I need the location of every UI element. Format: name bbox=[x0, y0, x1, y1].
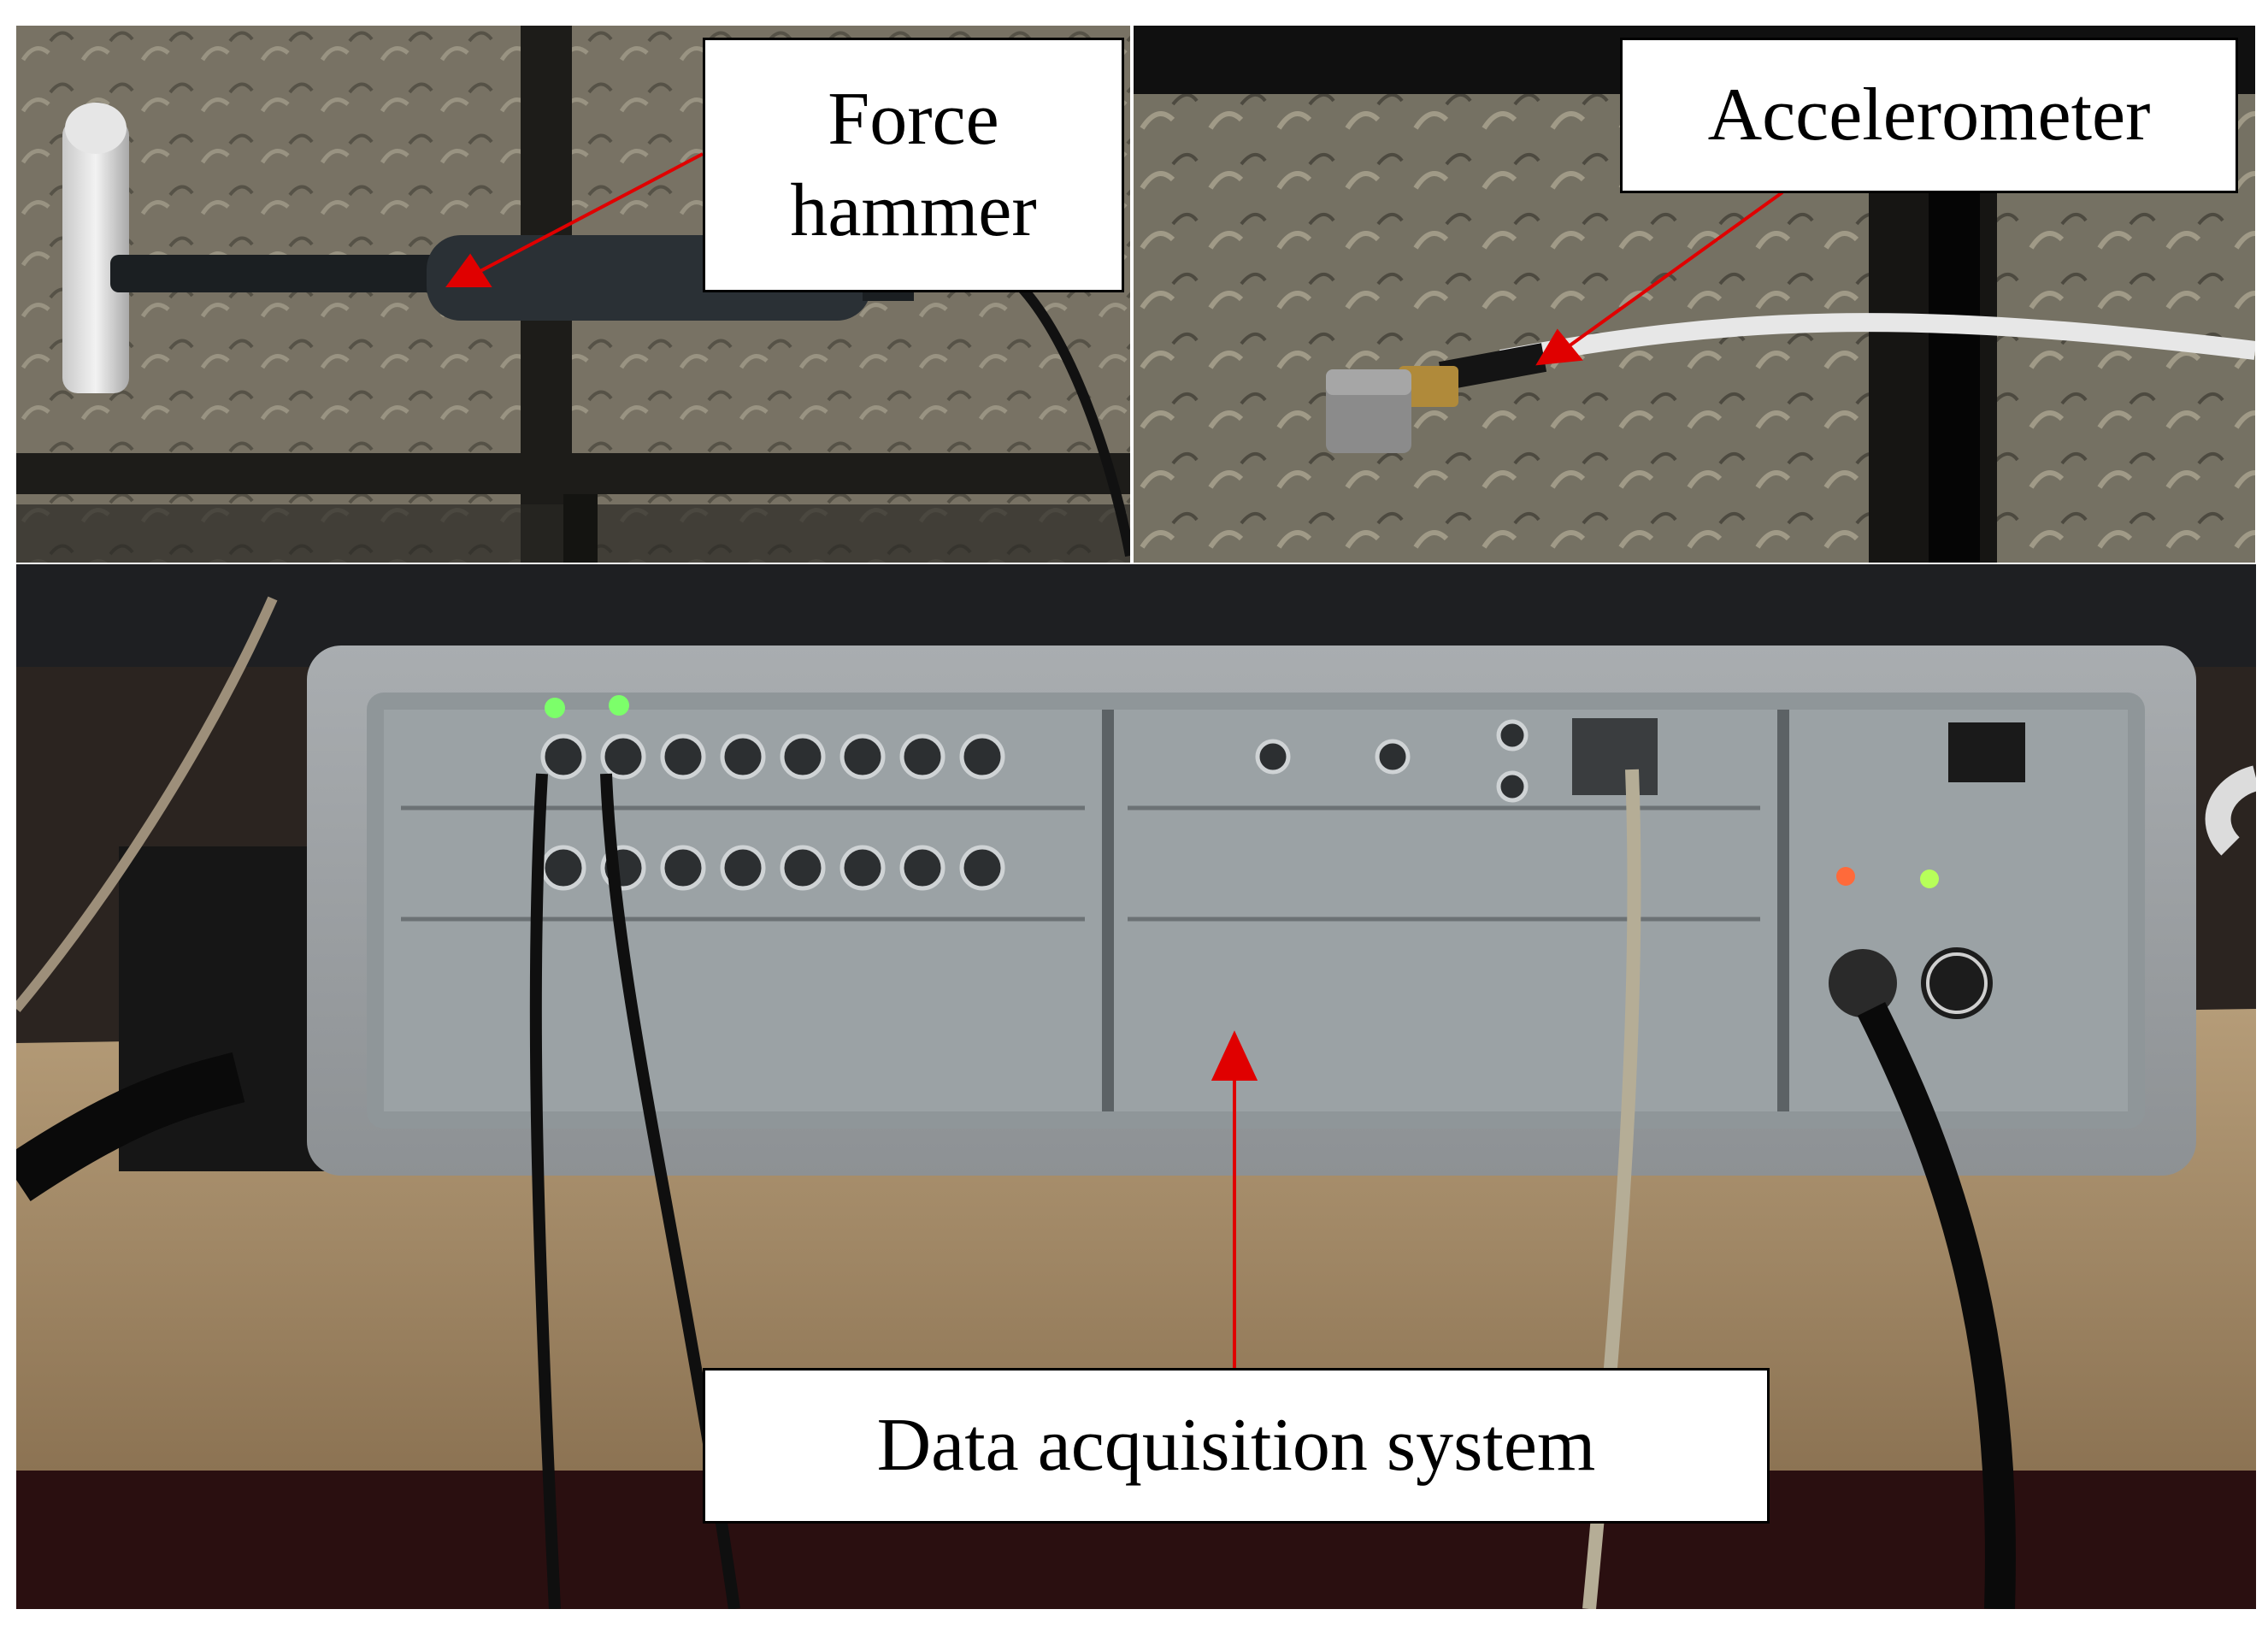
force-hammer-label-line-2: hammer bbox=[790, 169, 1037, 252]
force-hammer-arrow bbox=[478, 152, 704, 274]
accelerometer-label: Accelerometer bbox=[1707, 74, 2151, 157]
data-acquisition-callout: Data acquisition system bbox=[703, 1368, 1770, 1524]
force-hammer-callout: Force hammer bbox=[703, 38, 1124, 292]
data-acquisition-arrowhead bbox=[1211, 1030, 1258, 1081]
force-hammer-arrowhead bbox=[445, 253, 492, 287]
data-acquisition-photo bbox=[16, 564, 2256, 1609]
accelerometer-arrow bbox=[1567, 191, 1784, 348]
force-hammer-label-line-1: Force bbox=[828, 77, 999, 161]
accelerometer-callout: Accelerometer bbox=[1620, 38, 2238, 193]
data-acquisition-panel bbox=[16, 564, 2256, 1609]
data-acquisition-label: Data acquisition system bbox=[876, 1404, 1596, 1488]
accelerometer-arrowhead bbox=[1535, 328, 1583, 366]
